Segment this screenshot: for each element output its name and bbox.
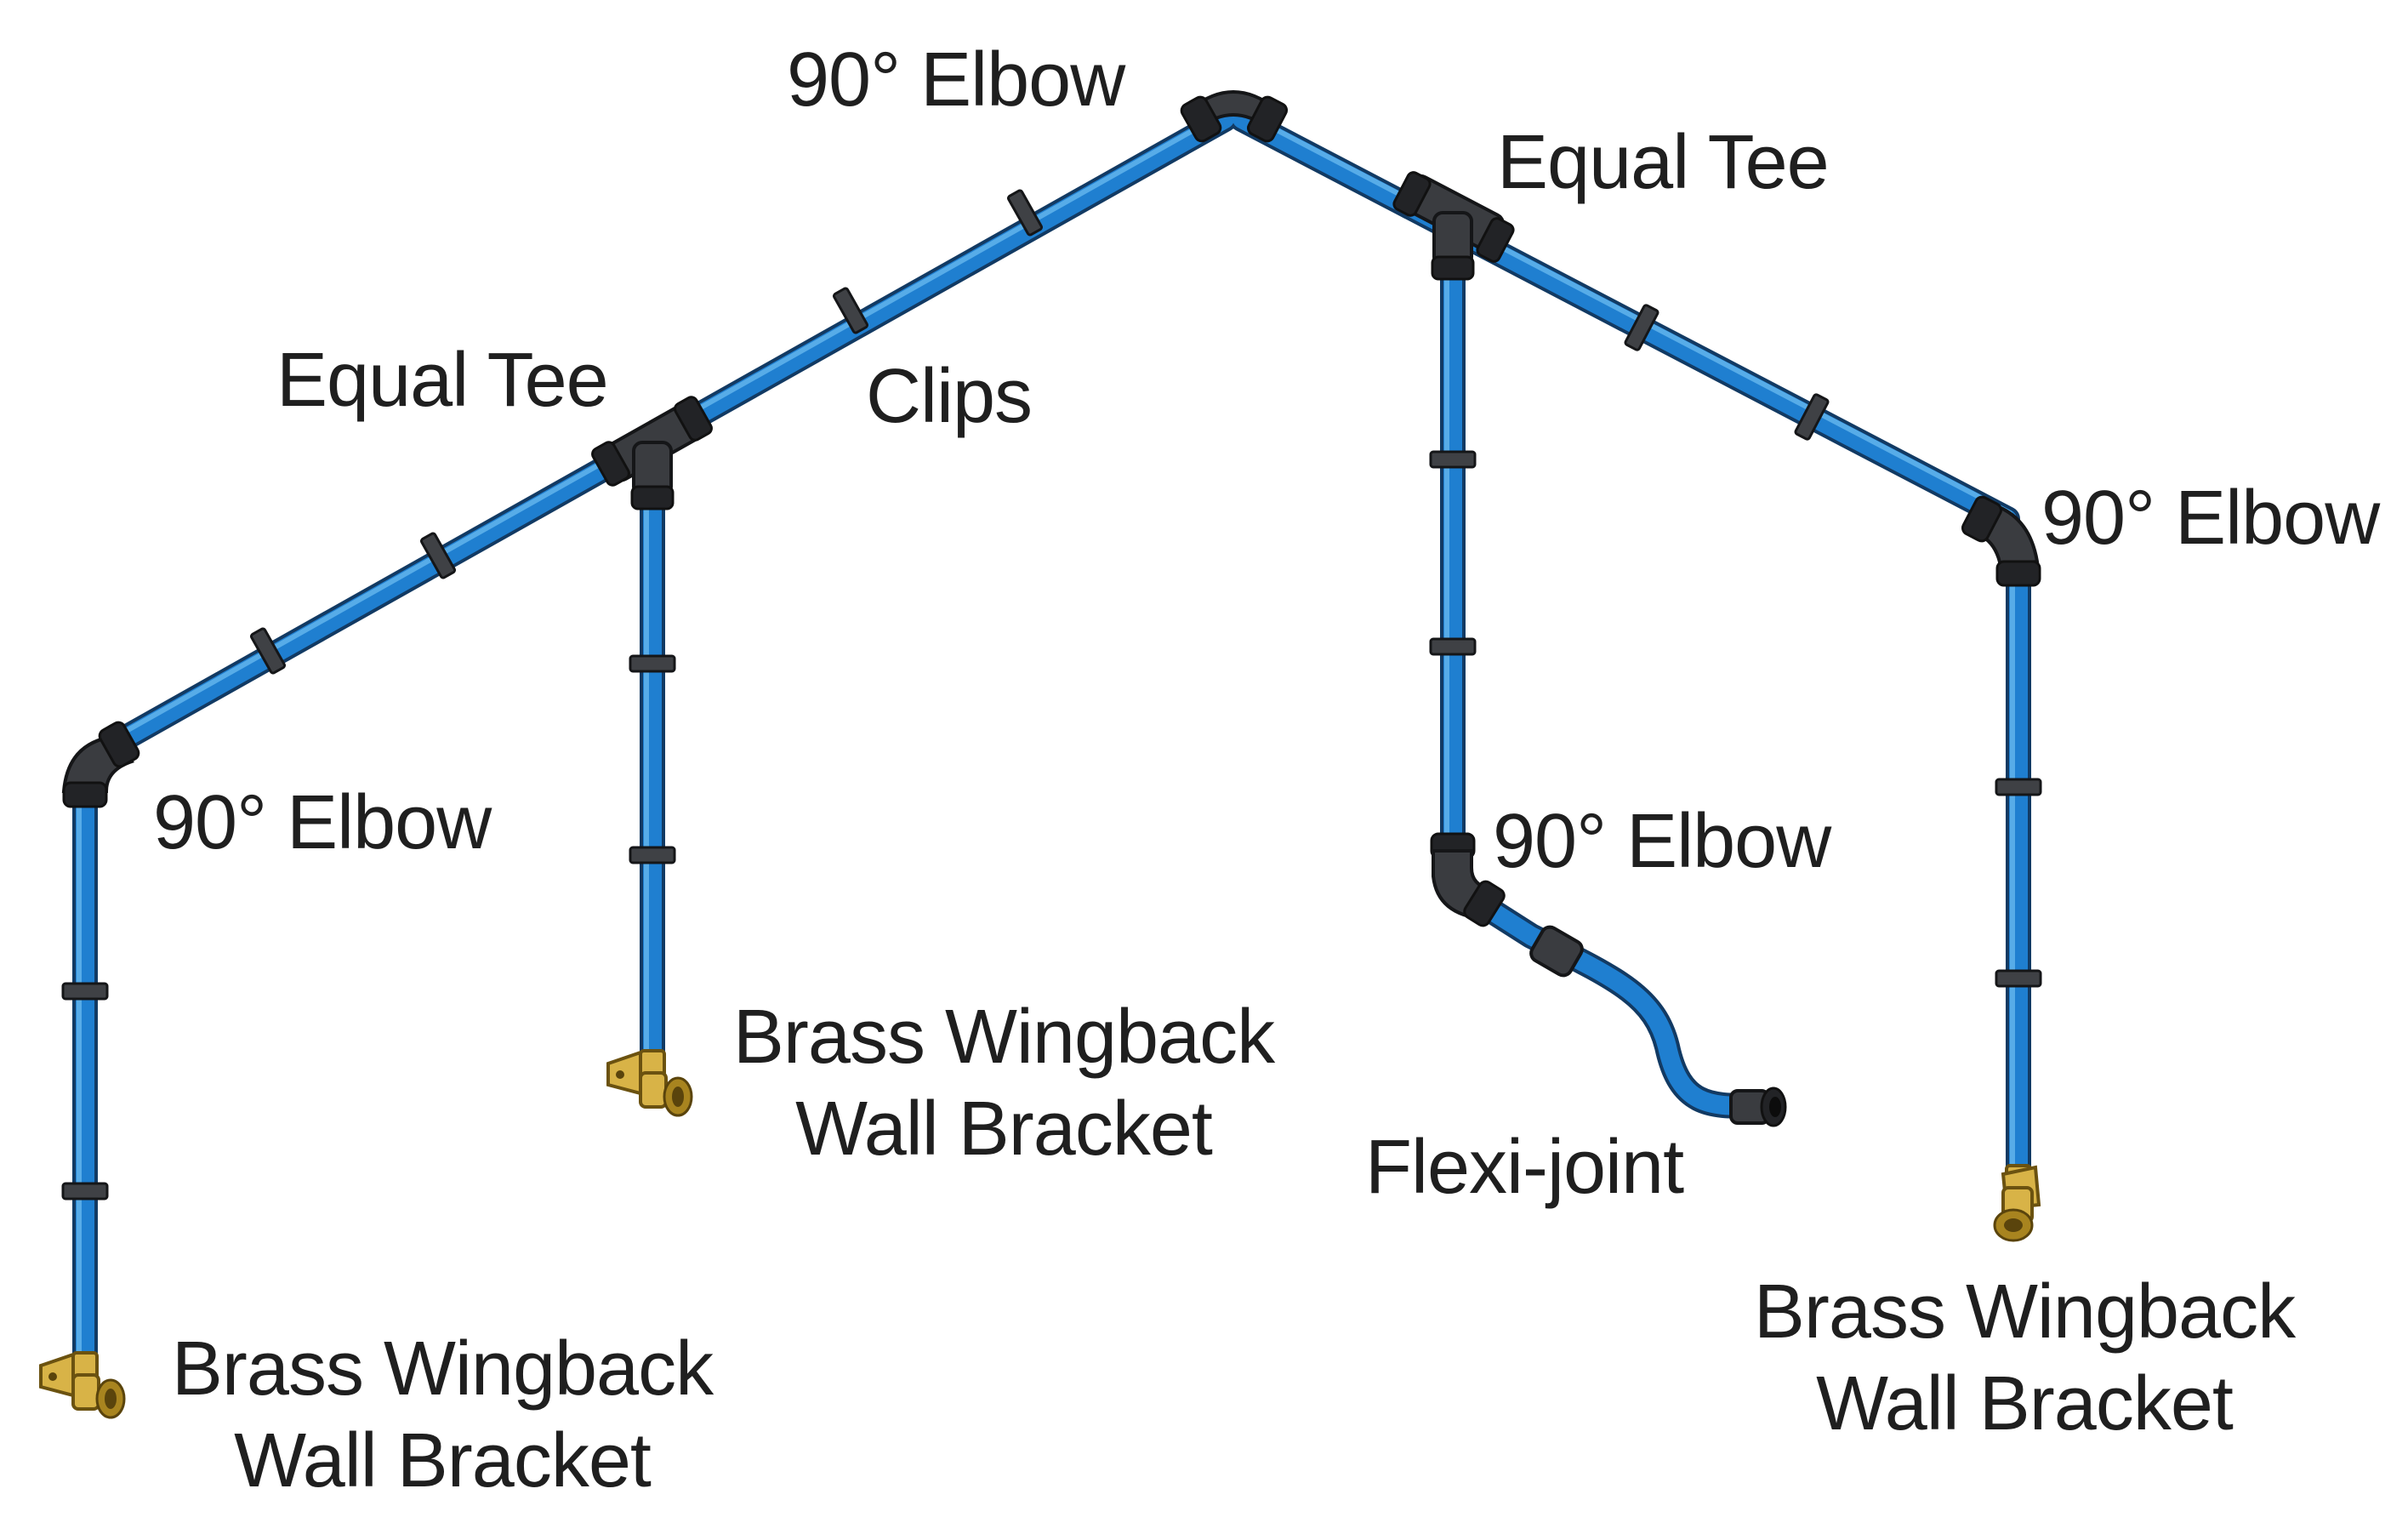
label-bracket-left-line2: Wall Bracket bbox=[234, 1418, 652, 1503]
flexi-joint-connectors bbox=[1529, 925, 1787, 1127]
label-elbow-top: 90° Elbow bbox=[787, 37, 1125, 123]
clip bbox=[1429, 637, 1477, 656]
clip bbox=[1006, 189, 1044, 237]
clip bbox=[629, 654, 676, 673]
elbow-fitting-flexi bbox=[1430, 832, 1506, 927]
label-bracket-left: Brass Wingback Wall Bracket bbox=[153, 1323, 732, 1507]
clip bbox=[419, 532, 457, 579]
label-bracket-left-line1: Brass Wingback bbox=[171, 1326, 714, 1412]
clip bbox=[1624, 304, 1659, 351]
label-bracket-middle-line1: Brass Wingback bbox=[732, 995, 1275, 1080]
clip bbox=[1794, 393, 1830, 441]
clip bbox=[629, 846, 676, 864]
pipe-fills bbox=[76, 110, 2028, 1371]
brass-bracket-right bbox=[1993, 1164, 2041, 1242]
clips-group bbox=[61, 189, 2042, 1201]
elbow-fitting-left bbox=[61, 721, 140, 808]
clip bbox=[832, 287, 869, 334]
brass-bracket-left bbox=[39, 1351, 126, 1419]
label-flexi-joint: Flexi-joint bbox=[1365, 1125, 1684, 1210]
label-tee-right: Equal Tee bbox=[1497, 120, 1830, 205]
pipe-network bbox=[72, 106, 2031, 1374]
label-bracket-middle-line2: Wall Bracket bbox=[795, 1087, 1213, 1172]
clip bbox=[1995, 778, 2042, 796]
label-bracket-right-line1: Brass Wingback bbox=[1753, 1269, 2296, 1355]
label-elbow-flexi: 90° Elbow bbox=[1493, 799, 1831, 884]
tee-fitting-left bbox=[591, 396, 713, 510]
clip bbox=[1995, 969, 2042, 988]
label-bracket-right: Brass Wingback Wall Bracket bbox=[1735, 1266, 2314, 1450]
label-elbow-left: 90° Elbow bbox=[153, 780, 492, 865]
elbow-fitting-top bbox=[1180, 90, 1289, 143]
clip bbox=[249, 627, 287, 675]
clip bbox=[61, 982, 109, 1001]
pipe-outlines bbox=[72, 106, 2031, 1374]
brass-bracket-middle bbox=[606, 1049, 693, 1117]
label-bracket-middle: Brass Wingback Wall Bracket bbox=[719, 991, 1289, 1175]
elbow-fitting-right bbox=[1961, 495, 2041, 587]
label-elbow-right: 90° Elbow bbox=[2041, 476, 2380, 561]
label-tee-left: Equal Tee bbox=[276, 338, 609, 423]
label-bracket-right-line2: Wall Bracket bbox=[1816, 1361, 2234, 1446]
tee-fitting-right bbox=[1392, 171, 1515, 281]
clip bbox=[61, 1182, 109, 1201]
clip bbox=[1429, 450, 1477, 469]
label-clips: Clips bbox=[866, 354, 1033, 439]
